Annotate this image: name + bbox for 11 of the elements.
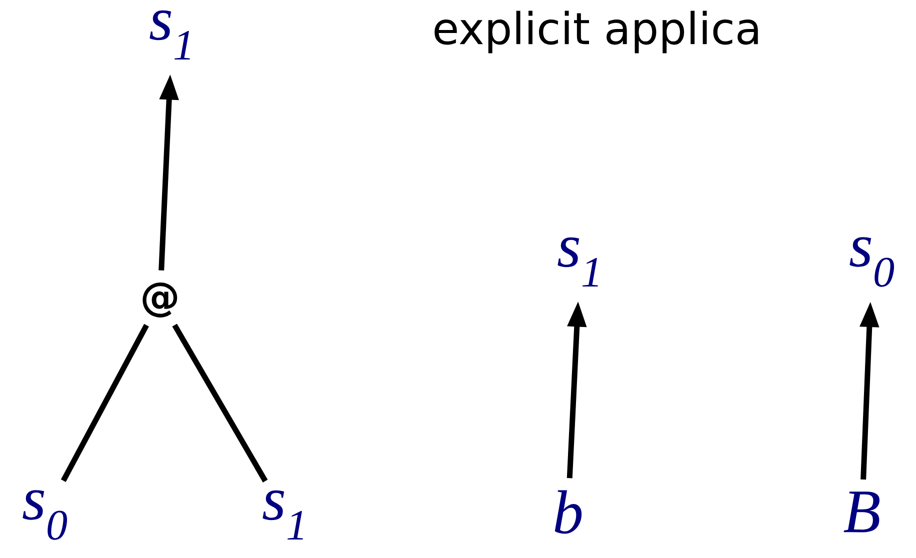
type-label: b — [554, 490, 582, 534]
title: explicit applica — [434, 10, 758, 54]
type-label: s$_{1}$ — [558, 237, 598, 287]
type-label: s$_{0}$ — [22, 490, 68, 540]
operator-symbol: @ — [142, 282, 178, 318]
tree-line — [172, 324, 268, 482]
type-label: B — [844, 492, 880, 532]
type-label: s$_{1}$ — [150, 10, 190, 60]
tree-line — [60, 324, 149, 482]
type-label: s$_{1}$ — [262, 490, 303, 540]
type-label: s$_{0}$ — [850, 237, 894, 287]
